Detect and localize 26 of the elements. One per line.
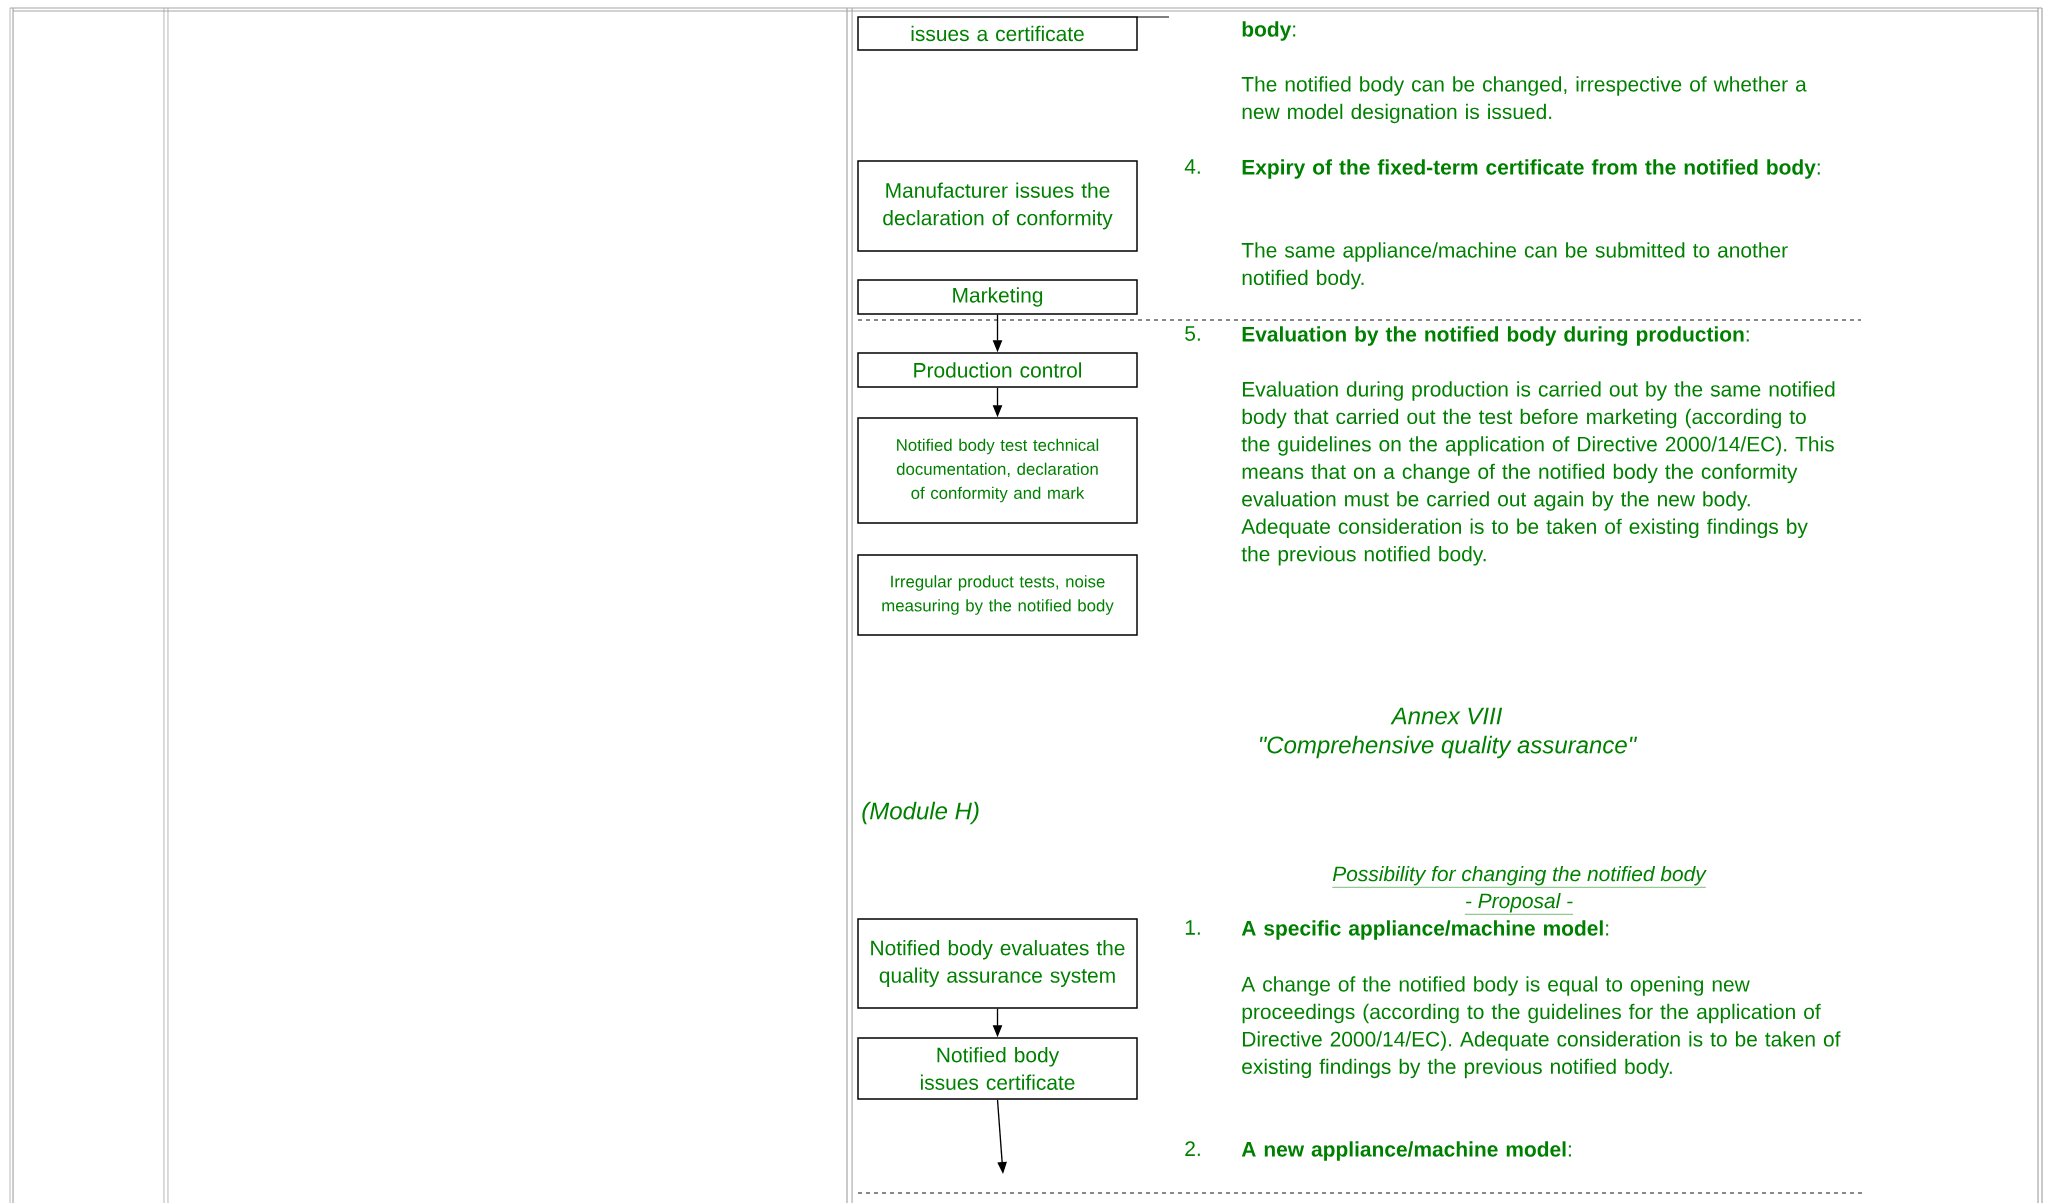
process-box: Production control xyxy=(857,352,1138,388)
list-number: 4. xyxy=(1184,159,1200,174)
item-heading: A specific appliance/machine model: xyxy=(1241,920,1609,940)
process-box: issues a certificate xyxy=(857,16,1138,51)
paragraph: Evaluation during production is carried out by the same notified body that carried out the test before marketing (according to the guidelines on the application of Directive 2000/14/EC). This means that on a change of the notified body the conformity evaluation must be carried out again by the new body. Adequate consideration is to be taken of existing findings by the previous notified body. xyxy=(1241,381,1835,566)
process-box: Notified body test technical documentation, declaration of conformity and mark xyxy=(857,417,1138,524)
process-box: Marketing xyxy=(857,279,1138,315)
item-heading: Evaluation by the notified body during production: xyxy=(1242,326,1749,346)
module-heading: (Module H) xyxy=(862,801,979,825)
paragraph: The notified body can be changed, irrespective of whether a new model designation is issued. xyxy=(1241,76,1807,124)
item-heading: body: xyxy=(1242,21,1296,41)
list-number: 2. xyxy=(1185,1141,1200,1156)
process-box: Irregular product tests, noise measuring by the notified body xyxy=(857,554,1138,636)
item-heading: Expiry of the fixed-term certificate from the notified body: xyxy=(1242,159,1820,179)
process-box: Notified body evaluates the quality assurance system xyxy=(857,918,1138,1009)
section-heading: - Proposal - xyxy=(1464,892,1574,915)
process-box: Notified body issues certificate xyxy=(857,1037,1138,1100)
paragraph: A change of the notified body is equal to opening new proceedings (according to the guidelines for the application of Directive 2000/14/EC). Adequate consideration is to be taken of existing findings by the previous notified body. xyxy=(1241,976,1841,1079)
annex-heading: "Comprehensive quality assurance" xyxy=(1259,735,1638,759)
item-heading: A new appliance/machine model: xyxy=(1241,1141,1571,1161)
paragraph: The same appliance/machine can be submitted to another notified body. xyxy=(1241,242,1788,290)
annex-heading: Annex VIII xyxy=(1390,707,1503,725)
process-box: Manufacturer issues the declaration of conformity xyxy=(857,160,1138,252)
list-number: 1. xyxy=(1185,920,1200,935)
section-heading: Possibility for changing the notified body xyxy=(1332,865,1707,888)
list-number: 5. xyxy=(1185,326,1200,341)
